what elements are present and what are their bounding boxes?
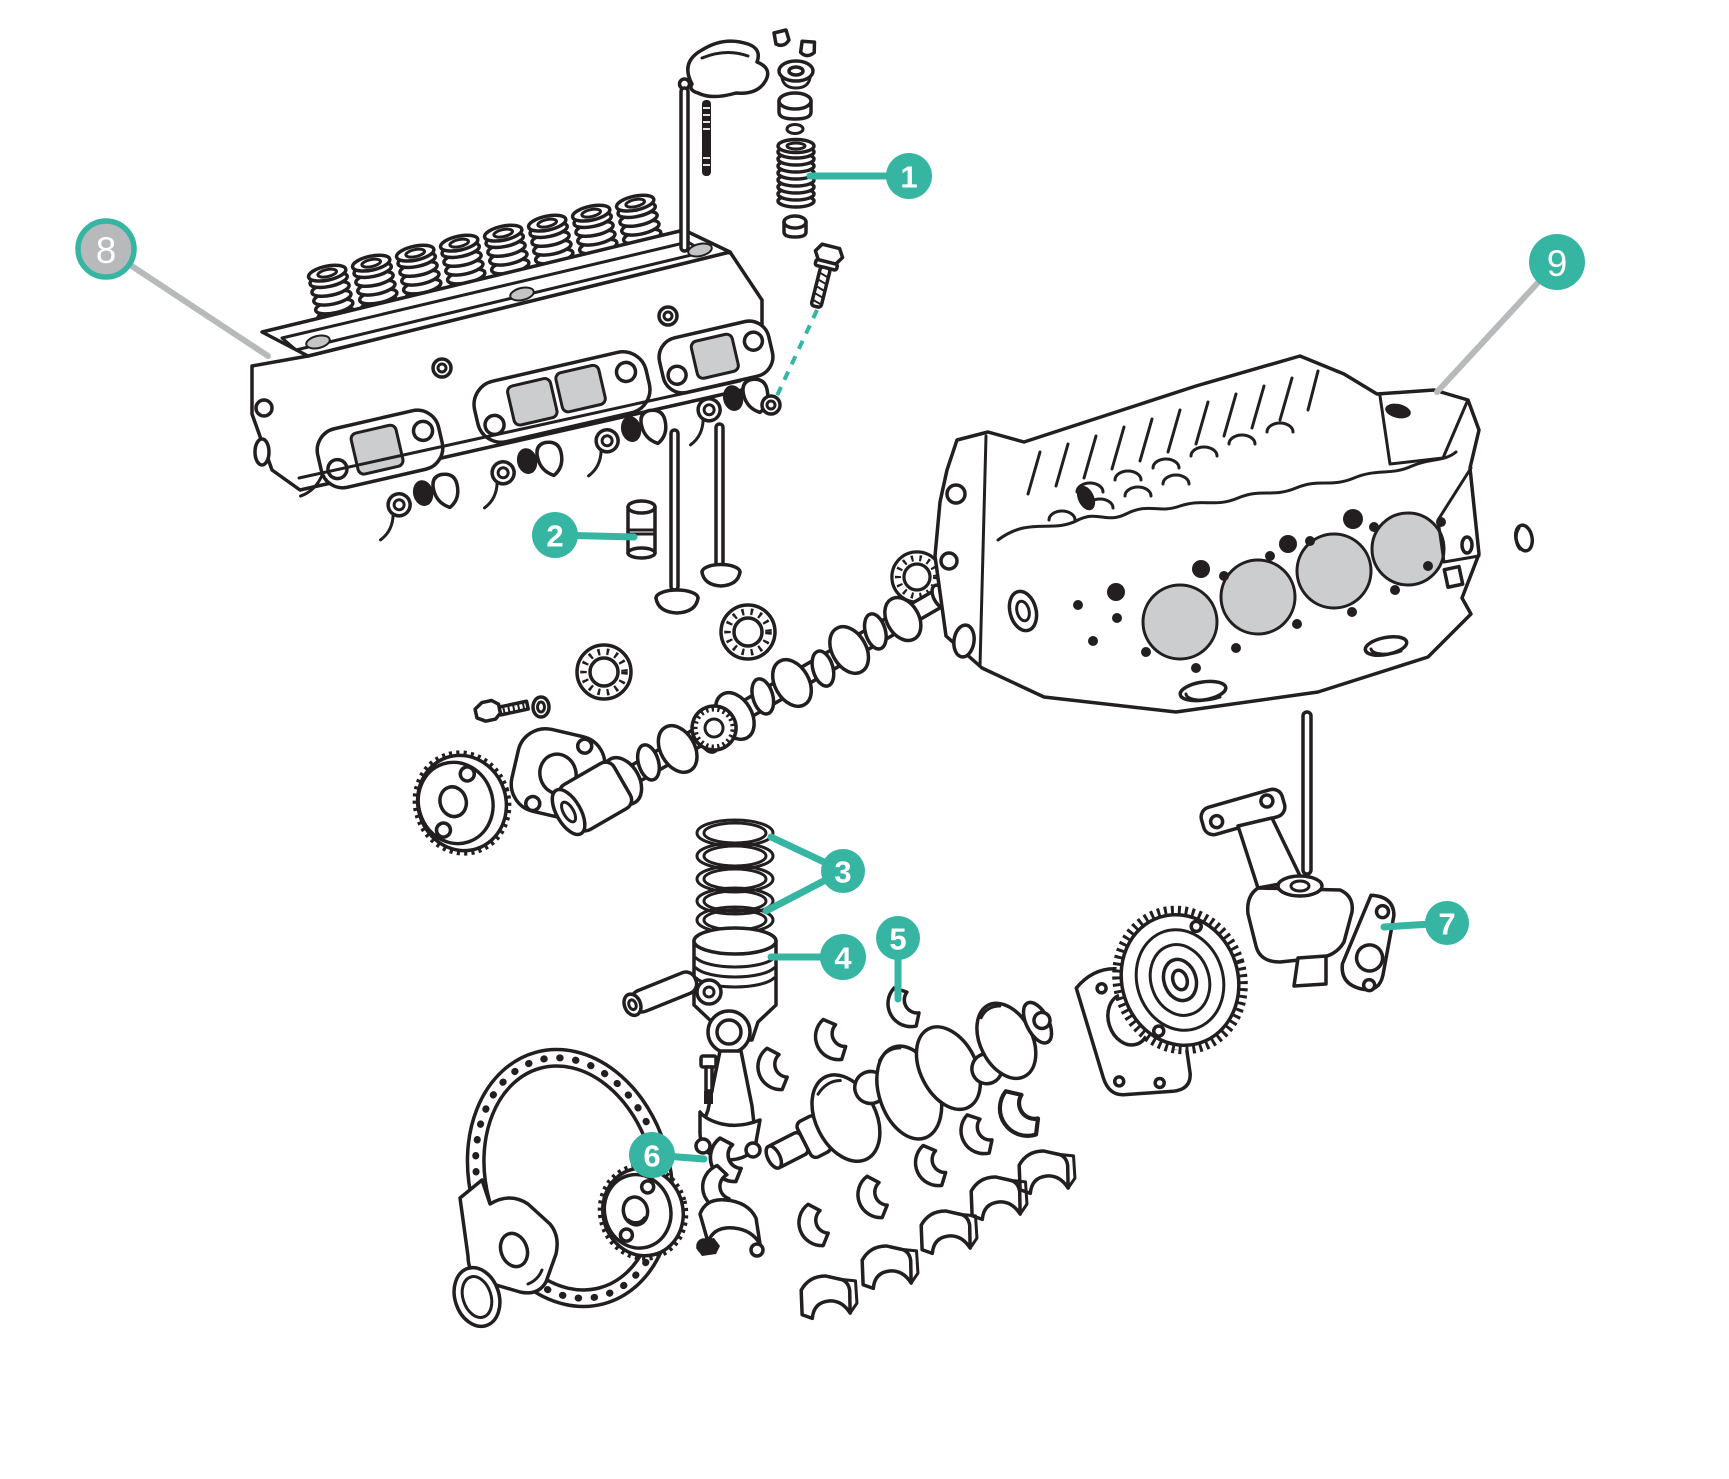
connecting-rod [694, 1009, 762, 1162]
oil-pump [1199, 710, 1396, 993]
camshaft [550, 583, 952, 837]
rocker-stud [702, 100, 711, 176]
rod-bolt [699, 1054, 718, 1104]
cylinder-head [250, 190, 778, 542]
callout-badges: 1 2 3 4 5 6 7 8 9 [75, 153, 1585, 1178]
oil-pump-driveshaft [1301, 710, 1313, 876]
rod-nut [696, 1238, 720, 1256]
callout-8[interactable]: 8 [75, 218, 137, 280]
callout-4[interactable]: 4 [820, 934, 866, 980]
valve-lifter [626, 499, 657, 560]
callout-7[interactable]: 7 [1425, 901, 1469, 945]
leader-line-8 [103, 246, 271, 359]
camshaft-sprocket [412, 750, 512, 856]
exhaust-flange [657, 319, 775, 395]
spring-retainer [777, 59, 815, 90]
valve-spring [776, 137, 816, 209]
piston-pin [622, 970, 699, 1018]
callout-number-8: 8 [96, 230, 117, 271]
spring-cup [777, 91, 813, 121]
pushrod [677, 77, 692, 253]
oil-pump-drive-gear [1112, 905, 1248, 1055]
rocker-arm [686, 39, 770, 99]
front-plate [458, 1178, 559, 1295]
valves [654, 422, 742, 615]
valve-keepers [772, 28, 817, 58]
cylinder-bore [1219, 558, 1297, 636]
callout-1[interactable]: 1 [886, 153, 932, 199]
exhaust-valve [700, 422, 742, 588]
head-bolt [809, 242, 845, 309]
engine-block [933, 354, 1481, 714]
crankshaft [764, 1000, 1054, 1170]
callout-5[interactable]: 5 [876, 916, 920, 960]
cam-bolt [473, 698, 530, 723]
callout-number-6: 6 [643, 1139, 660, 1174]
valve-seal [782, 214, 808, 239]
cylinder-bore [1141, 583, 1219, 661]
cylinder-bore [1295, 532, 1373, 610]
head-bolt-holes [1073, 509, 1446, 673]
callout-2[interactable]: 2 [532, 512, 578, 558]
intake-valve [654, 428, 700, 615]
callout-number-2: 2 [546, 519, 563, 554]
callout-number-9: 9 [1547, 243, 1568, 284]
callout-number-5: 5 [889, 922, 906, 957]
valve-train-parts [677, 28, 845, 416]
callout-number-7: 7 [1438, 907, 1455, 942]
callout-3[interactable]: 3 [821, 849, 865, 893]
exhaust-flange [472, 350, 652, 444]
cylinder-bore [1370, 511, 1446, 587]
cam-bolt-washer [531, 695, 551, 719]
core-plug [1513, 523, 1535, 553]
callout-number-4: 4 [834, 941, 852, 976]
callout-number-3: 3 [834, 855, 851, 890]
callout-number-1: 1 [900, 160, 917, 195]
bolt-position-guide [773, 309, 819, 401]
crank-oil-seal [452, 1265, 502, 1329]
crank-sprocket [597, 1163, 689, 1261]
callout-9[interactable]: 9 [1529, 234, 1585, 290]
valve-stem-oring [785, 123, 805, 135]
leader-line-9 [1434, 259, 1560, 395]
piston-rings [695, 818, 775, 935]
callout-6[interactable]: 6 [629, 1132, 675, 1178]
